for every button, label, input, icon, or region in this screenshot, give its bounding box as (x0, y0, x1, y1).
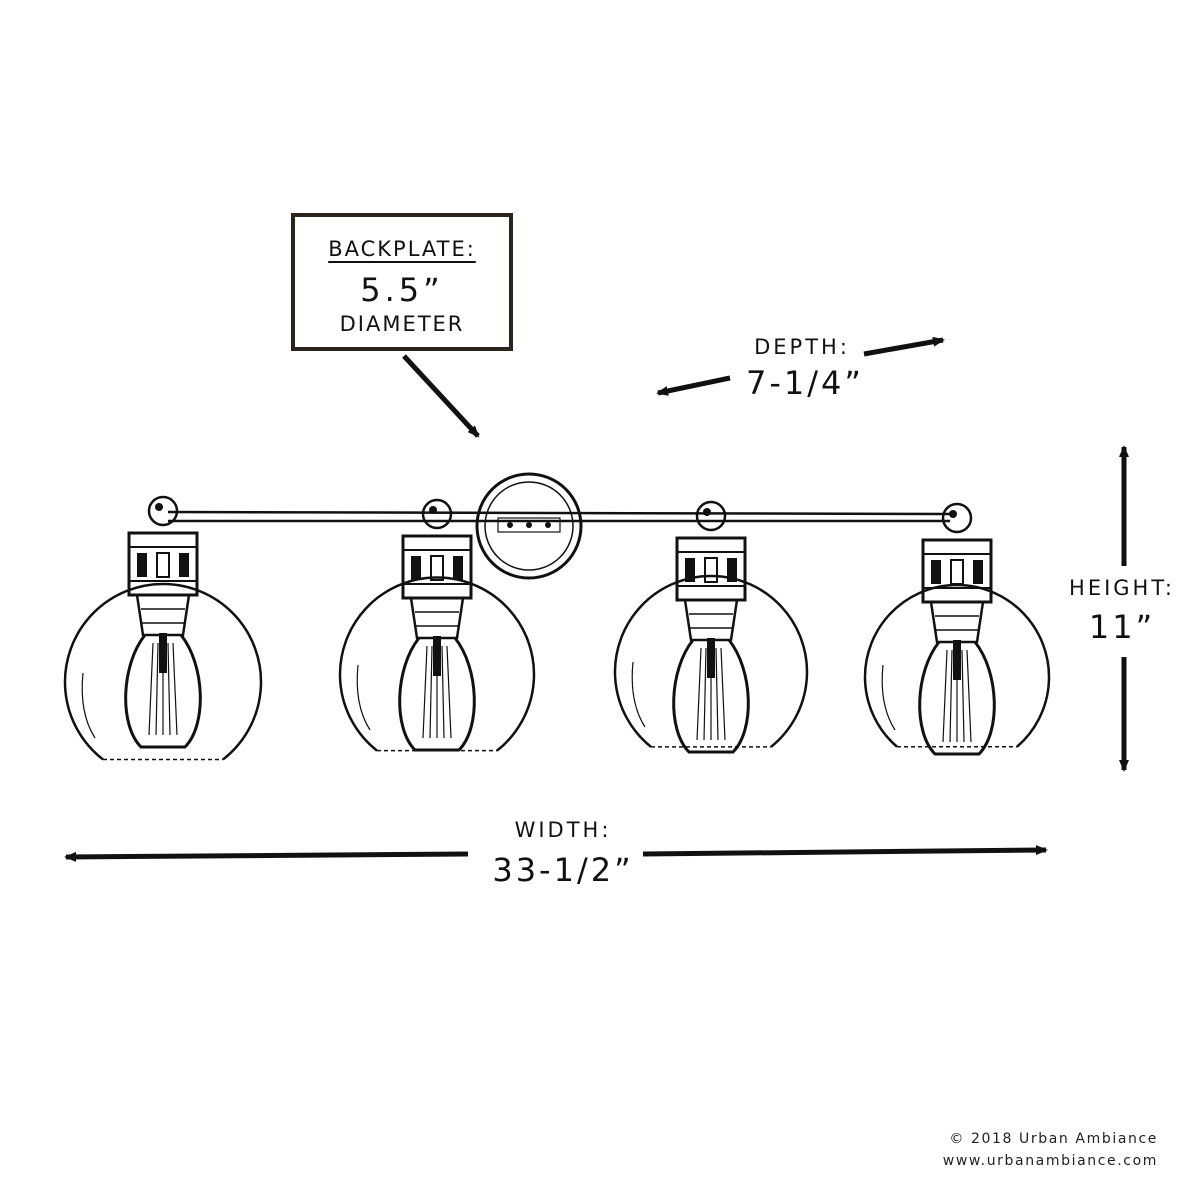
depth-arrow-left (656, 375, 731, 396)
backplate-diameter-unit: DIAMETER (339, 312, 465, 336)
bulb-base (135, 593, 191, 637)
width-arrow-right (642, 845, 1048, 857)
globe-glass-shade (613, 574, 809, 748)
finial-ball (941, 502, 973, 534)
edison-bulb (918, 641, 996, 756)
depth-arrow-right (863, 336, 945, 357)
crossbar (167, 510, 951, 523)
socket-holder (401, 534, 473, 600)
copyright-notice: © 2018 Urban Ambiance www.urbanambiance.… (943, 1128, 1158, 1172)
edison-bulb (672, 639, 750, 754)
light-fixture (63, 495, 263, 761)
depth-value: 7-1/4” (746, 364, 864, 402)
globe-glass-shade (63, 582, 263, 761)
socket-holder (675, 536, 747, 602)
finial-highlight (949, 510, 957, 518)
backplate-callout-box: BACKPLATE: 5.5” DIAMETER (291, 213, 513, 351)
finial-highlight (703, 508, 711, 516)
bulb-base (683, 598, 739, 642)
light-fixture (338, 498, 536, 752)
finial-highlight (155, 503, 163, 511)
globe-glass-shade (338, 576, 536, 752)
light-fixture (863, 502, 1051, 756)
website-url: www.urbanambiance.com (942, 1153, 1158, 1169)
depth-label: DEPTH: (754, 335, 850, 359)
width-arrow-left (64, 851, 469, 862)
width-label: WIDTH: (514, 818, 612, 842)
backplate-diameter-value: 5.5” (360, 271, 444, 309)
backplate (475, 472, 583, 580)
height-value: 11” (1088, 608, 1156, 646)
backplate-callout-arrow (402, 354, 480, 438)
socket-holder (921, 538, 993, 604)
finial-ball (421, 498, 453, 530)
finial-highlight (429, 506, 437, 514)
edison-bulb (398, 637, 476, 752)
finial-ball (695, 500, 727, 532)
copyright-text: © 2018 Urban Ambiance (949, 1131, 1158, 1147)
finial-ball (147, 495, 179, 527)
bulb-base (929, 600, 985, 644)
socket-holder (127, 531, 199, 597)
edison-bulb (124, 634, 202, 749)
globe-glass-shade (863, 583, 1051, 748)
light-fixture (613, 500, 809, 754)
bulb-base (409, 596, 465, 640)
height-label: HEIGHT: (1069, 576, 1175, 600)
backplate-title: BACKPLATE: (328, 237, 476, 261)
width-value: 33-1/2” (492, 851, 634, 889)
